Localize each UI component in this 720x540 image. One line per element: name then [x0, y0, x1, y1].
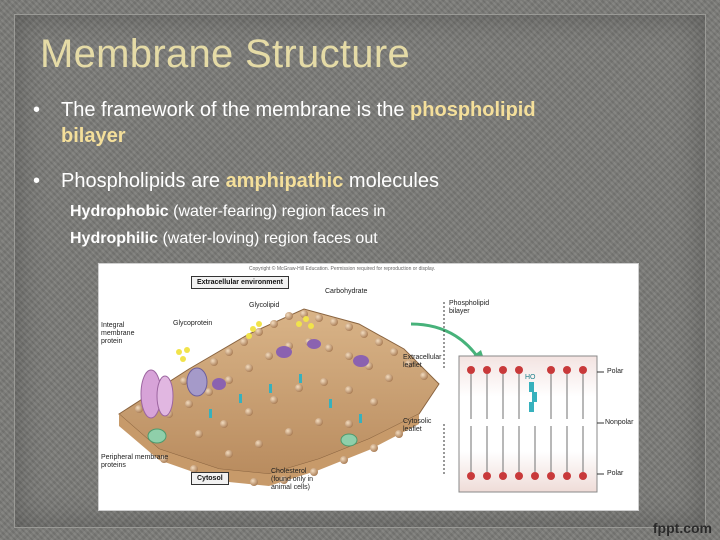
sub-bullet-2: Hydrophilic (water-loving) region faces …: [70, 228, 378, 250]
bullet-1-text: The framework of the membrane is the: [61, 99, 411, 121]
glycolipid-shape: [246, 316, 314, 339]
cytosolic-leaflet-label: Cytosolic leaflet: [403, 418, 432, 433]
polar-bottom-label: Polar: [607, 470, 624, 477]
bullet-1-continuation: bilayer: [61, 125, 126, 147]
cholesterol-marks: [209, 374, 362, 423]
copyright-notice: Copyright © McGraw-Hill Education. Permi…: [249, 266, 436, 272]
sub-bullet-1-rest: (water-fearing) region faces in: [168, 203, 386, 220]
slide-title: Membrane Structure: [40, 32, 410, 76]
sub-bullet-1: Hydrophobic (water-fearing) region faces…: [70, 201, 386, 223]
bullet-2-highlight: amphipathic: [225, 170, 344, 192]
membrane-sheet: [118, 308, 440, 486]
membrane-figure: Copyright © McGraw-Hill Education. Permi…: [98, 263, 639, 511]
bullet-2-after: molecules: [343, 170, 439, 192]
integral-protein: [140, 369, 174, 419]
sub-bullet-1-lead: Hydrophobic: [70, 203, 169, 220]
glycoprotein-label: Glycoprotein: [173, 320, 213, 327]
bullet-dot: •: [33, 99, 41, 121]
integral-protein-label: Integral membrane protein: [101, 322, 135, 345]
peripheral-protein: [147, 428, 358, 447]
bullet-dot: •: [33, 170, 41, 192]
phospholipid-bilayer-label: Phospholipid bilayer: [449, 300, 490, 315]
peripheral-proteins-label: Peripheral membrane proteins: [101, 454, 169, 469]
membrane-illustration: [118, 302, 604, 493]
extracellular-environment-label: Extracellular environment: [191, 276, 289, 289]
bullet-2: • Phospholipids are amphipathic molecule…: [33, 168, 661, 194]
sub-bullet-2-lead: Hydrophilic: [70, 230, 159, 247]
bullet-1: • The framework of the membrane is the p…: [33, 97, 661, 149]
sub-bullet-2-rest: (water-loving) region faces out: [158, 230, 378, 247]
ho-label: HO: [525, 374, 536, 381]
carbohydrate-label: Carbohydrate: [325, 288, 368, 295]
cholesterol-label: Cholesterol (found only in animal cells): [271, 468, 314, 491]
extracellular-leaflet-label: Extracellular leaflet: [403, 354, 442, 369]
bullet-2-text: Phospholipids are: [61, 170, 226, 192]
polar-top-label: Polar: [607, 368, 624, 375]
membrane-proteins: [212, 339, 369, 390]
glycolipid-label: Glycolipid: [249, 302, 280, 309]
glycoprotein-shape: [176, 347, 208, 397]
nonpolar-label: Nonpolar: [605, 419, 634, 426]
bilayer-zoom-panel: [443, 302, 604, 493]
fppt-logo: fppt.com: [652, 520, 712, 536]
slide-frame: [14, 14, 706, 528]
cytosol-label: Cytosol: [191, 472, 229, 485]
bullet-1-highlight: phospholipid: [410, 99, 536, 121]
